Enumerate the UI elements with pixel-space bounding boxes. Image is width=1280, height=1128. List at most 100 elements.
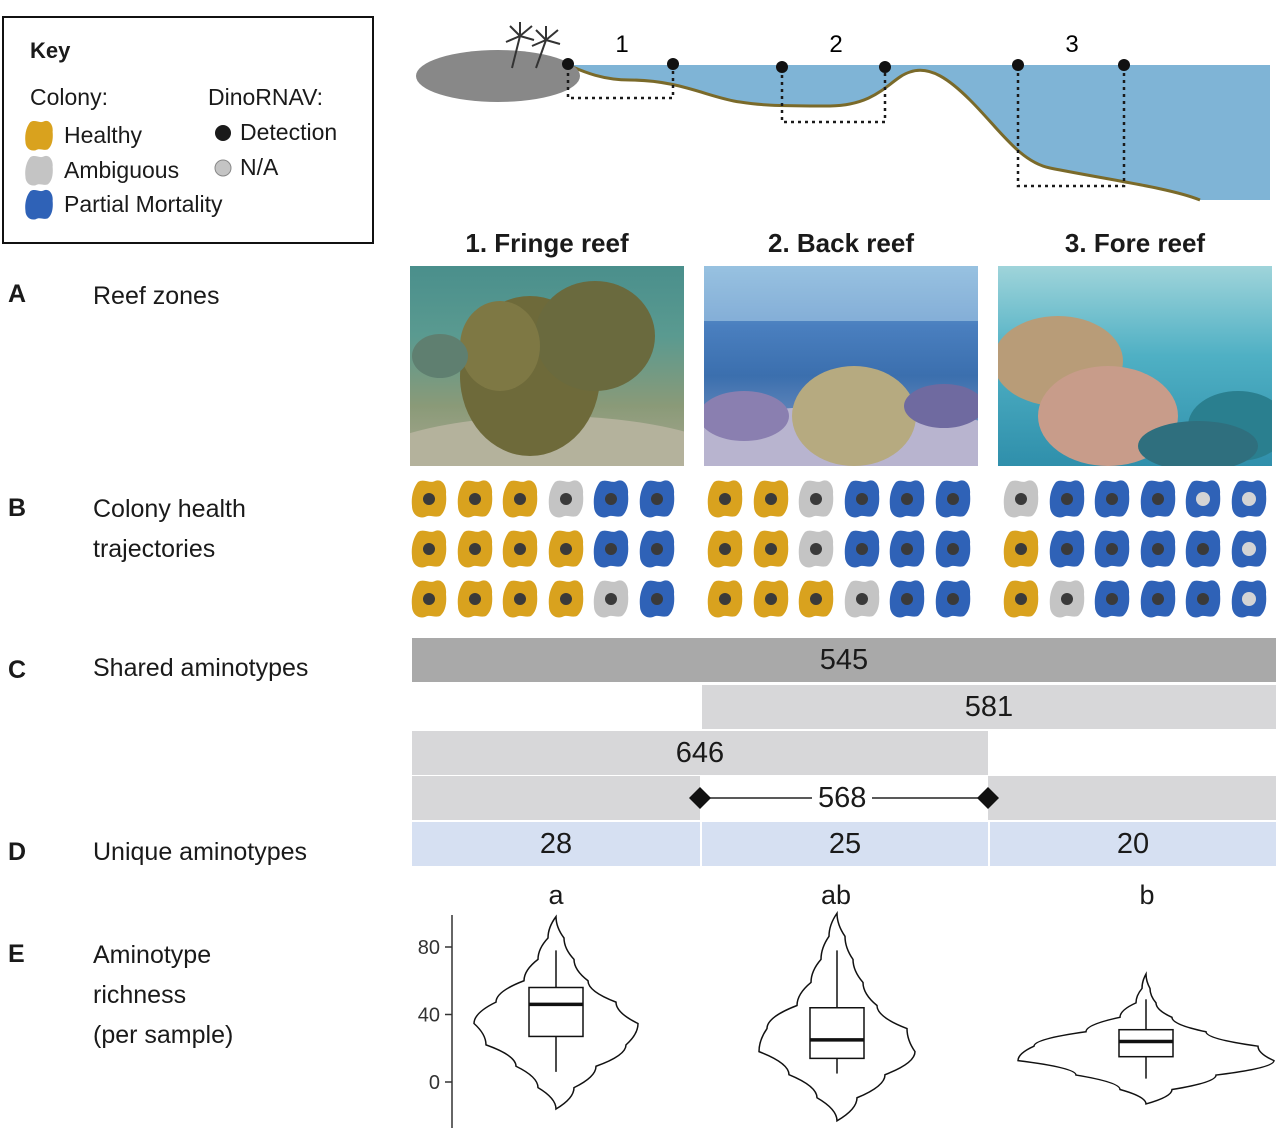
colony-partial-mortality-icon — [1184, 528, 1222, 568]
legend-item-partial-mortality: Partial Mortality — [22, 188, 222, 220]
colony-ambiguous-icon — [1002, 478, 1040, 518]
legend-box: Key Colony: DinoRNAV: Healthy Ambiguous … — [2, 16, 374, 244]
row-letter-c: C — [8, 656, 27, 684]
colony-healthy-icon — [752, 528, 790, 568]
row-letter-e: E — [8, 940, 25, 968]
row-letter-a: A — [8, 280, 27, 308]
fore-reef-scene — [998, 316, 1272, 466]
y-tick-label: 80 — [418, 937, 440, 959]
unique-fore-cell: 20 — [990, 822, 1276, 866]
shared-all-zones-value: 545 — [819, 643, 869, 676]
colony-healthy-icon — [456, 578, 494, 618]
colony-healthy-icon — [547, 528, 585, 568]
back-reef-scene — [704, 266, 978, 466]
sig-letter-fringe: a — [548, 880, 564, 910]
seafloor-line — [567, 63, 1201, 202]
colony-partial-mortality-icon — [592, 478, 630, 518]
sig-letter-back: ab — [820, 880, 852, 910]
colony-healthy-icon — [752, 578, 790, 618]
colony-healthy-icon — [706, 528, 744, 568]
shared-back-fore-value: 581 — [964, 690, 1014, 723]
shared-back-fore-bar: 581 — [702, 685, 1276, 729]
legend-label-na: N/A — [240, 154, 279, 180]
unique-fringe-value: 28 — [539, 827, 573, 860]
colony-partial-mortality-icon — [934, 578, 972, 618]
unique-back-value: 25 — [828, 827, 862, 860]
box-iqr — [809, 1007, 865, 1060]
water-area — [568, 65, 1270, 200]
diamond-marker-right — [977, 787, 999, 809]
colony-healthy-icon — [706, 578, 744, 618]
violin-shape — [473, 914, 639, 1111]
colony-partial-mortality-icon — [592, 528, 630, 568]
colony-ambiguous-icon — [547, 478, 585, 518]
site-number-1: 1 — [615, 31, 628, 58]
back-reef-photo — [704, 266, 978, 466]
sig-letter-fore: b — [1139, 880, 1155, 910]
colony-healthy-icon — [456, 478, 494, 518]
row-label-unique: Unique aminotypes — [93, 838, 308, 866]
row-label-shared: Shared aminotypes — [93, 654, 309, 682]
detection-dot-icon — [215, 124, 231, 141]
colony-partial-mortality-icon — [843, 528, 881, 568]
colony-healthy-icon — [1002, 578, 1040, 618]
colony-healthy-icon — [752, 478, 790, 518]
dinornav-heading: DinoRNAV: — [208, 84, 324, 110]
transect-endpoint-dots — [562, 58, 1130, 73]
diamond-marker-left — [689, 787, 711, 809]
colony-healthy-icon — [501, 478, 539, 518]
row-letter-d: D — [8, 838, 27, 866]
colony-partial-mortality-icon — [1093, 578, 1131, 618]
colony-partial-mortality-icon — [1230, 528, 1268, 568]
colony-partial-mortality-icon — [888, 578, 926, 618]
colony-partial-mortality-icon — [1230, 578, 1268, 618]
colony-partial-mortality-icon — [638, 528, 676, 568]
colony-partial-mortality-icon — [888, 528, 926, 568]
colony-partial-mortality-icon — [638, 578, 676, 618]
zone-title-fringe: 1. Fringe reef — [465, 228, 629, 258]
shared-all-zones-bar: 545 — [412, 638, 1276, 682]
palm-tree-icon — [505, 22, 561, 69]
shared-fringe-fore-value: 568 — [812, 779, 873, 817]
zone-title-back: 2. Back reef — [768, 228, 914, 258]
shared-fringe-fore-bar: 568 — [412, 776, 1276, 820]
row-letter-b: B — [8, 494, 27, 522]
row-label-colony-health-1: Colony health — [93, 495, 246, 523]
reef-transect-diagram: 1 2 3 — [416, 22, 1270, 202]
colony-healthy-icon — [501, 528, 539, 568]
legend-item-detection: Detection — [214, 119, 337, 146]
colony-ambiguous-icon — [797, 528, 835, 568]
fore-reef-photo — [998, 266, 1272, 466]
fringe-reef-scene — [410, 281, 684, 466]
colony-healthy-icon — [410, 528, 448, 568]
zone-title-fore: 3. Fore reef — [1064, 228, 1206, 258]
row-label-reef-zones: Reef zones — [93, 282, 220, 310]
y-tick-label: 0 — [429, 1072, 440, 1094]
shared-fringe-back-value: 646 — [675, 736, 725, 769]
colony-healthy-icon — [410, 478, 448, 518]
legend-item-ambiguous: Ambiguous — [22, 154, 179, 186]
legend-item-na: N/A — [214, 154, 278, 181]
colony-partial-mortality-icon — [1184, 578, 1222, 618]
legend-title: Key — [30, 38, 71, 63]
transect-dotted-paths — [566, 66, 1126, 188]
legend-item-healthy: Healthy — [22, 119, 142, 151]
colony-healthy-icon — [410, 578, 448, 618]
colony-partial-mortality-icon — [1230, 478, 1268, 518]
colony-ambiguous-icon — [797, 478, 835, 518]
na-dot-icon — [214, 159, 232, 176]
island-shape — [416, 50, 580, 102]
row-label-colony-health-2: trajectories — [93, 535, 216, 563]
healthy-colony-icon — [25, 120, 53, 151]
colony-partial-mortality-icon — [1184, 478, 1222, 518]
colony-healthy-icon — [797, 578, 835, 618]
colony-partial-mortality-icon — [1139, 528, 1177, 568]
row-label-richness-2: richness — [93, 981, 187, 1009]
unique-fore-value: 20 — [1116, 827, 1150, 860]
violin-shape — [758, 910, 916, 1123]
colony-partial-mortality-icon — [638, 478, 676, 518]
colony-partial-mortality-icon — [1048, 528, 1086, 568]
colony-partial-mortality-icon — [1093, 528, 1131, 568]
colony-ambiguous-icon — [1048, 578, 1086, 618]
